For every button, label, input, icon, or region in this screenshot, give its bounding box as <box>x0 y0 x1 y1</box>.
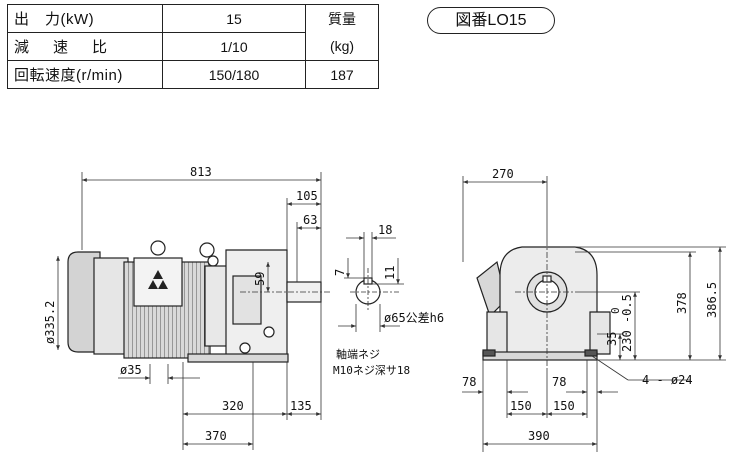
output-value: 15 <box>162 4 306 33</box>
dim-key-depth: 7 <box>333 269 347 276</box>
eye-bolt-icon <box>199 242 215 258</box>
dim-motor-diameter: ø335.2 <box>43 301 57 344</box>
dim-bolt-half-right: 150 <box>553 399 575 413</box>
gearbox-foot <box>187 353 289 363</box>
dim-shaft-dia: ø35 <box>120 363 142 377</box>
dim-foot-right: 78 <box>552 375 566 389</box>
dim-base-thickness: 35 <box>605 332 619 346</box>
dim-base-width: 390 <box>528 429 550 443</box>
dim-end-length: 135 <box>290 399 312 413</box>
bolt-icon <box>263 326 275 338</box>
drain-plug-icon <box>239 342 251 354</box>
dim-tol-upper: 0 <box>609 307 622 314</box>
spec-table: 出 力(kW) 15 質量 減速比 1/10 (kg) 回転速度(r/min) … <box>7 4 379 89</box>
dim-bolt-holes: 4 - ø24 <box>642 373 693 387</box>
dim-base-length: 320 <box>222 399 244 413</box>
dim-center-height: 378 <box>675 292 689 314</box>
dim-total-base: 370 <box>205 429 227 443</box>
front-base <box>482 351 598 361</box>
ratio-label: 減速比 <box>7 32 163 61</box>
mass-label: 質量 <box>305 4 379 33</box>
front-view: 270 386.5 378 230 -0.5 0 35 78 78 <box>462 167 726 452</box>
eye-bolt-icon <box>150 240 166 256</box>
dim-foot-left: 78 <box>462 375 476 389</box>
terminal-box <box>133 257 183 307</box>
figure-number: 図番LO15 <box>427 7 555 34</box>
dim-width-top: 270 <box>492 167 514 181</box>
dim-key-width: 18 <box>378 223 392 237</box>
brand-logo-icon <box>148 270 168 289</box>
note-shaft-thread: 軸端ネジ <box>336 347 380 361</box>
dim-shaft-length: 63 <box>303 213 317 227</box>
foot-rib-left <box>486 311 508 355</box>
dim-height-total: 386.5 <box>705 282 719 318</box>
dim-shaft-extension: 105 <box>296 189 318 203</box>
gearbox-flange <box>204 265 228 347</box>
output-label: 出 力(kW) <box>7 4 163 33</box>
speed-label: 回転速度(r/min) <box>7 60 163 89</box>
shaft-detail: 18 7 11 ø65公差h6 軸端ネジ M10ネジ深サ18 <box>333 223 444 377</box>
dim-shaft-tolerance: ø65公差h6 <box>384 311 444 325</box>
motor-end-bell <box>93 257 129 355</box>
side-view: 813 105 63 59 ø335.2 ø35 320 135 370 <box>43 165 330 450</box>
bolt-hole-icon <box>584 349 598 357</box>
mass-value: 187 <box>305 60 379 89</box>
dim-shaft-height: 230 -0.5 <box>620 294 634 352</box>
foot-rib-right <box>589 311 611 355</box>
gearbox-cover <box>232 275 262 325</box>
eye-bolt-icon <box>207 255 219 267</box>
dim-overall-length: 813 <box>190 165 212 179</box>
note-thread-depth: M10ネジ深サ18 <box>333 364 410 377</box>
dim-key-height: 11 <box>383 266 397 280</box>
speed-value: 150/180 <box>162 60 306 89</box>
dim-center-offset: 59 <box>253 272 267 286</box>
dim-bolt-half-left: 150 <box>510 399 532 413</box>
bolt-hole-icon <box>482 349 496 357</box>
